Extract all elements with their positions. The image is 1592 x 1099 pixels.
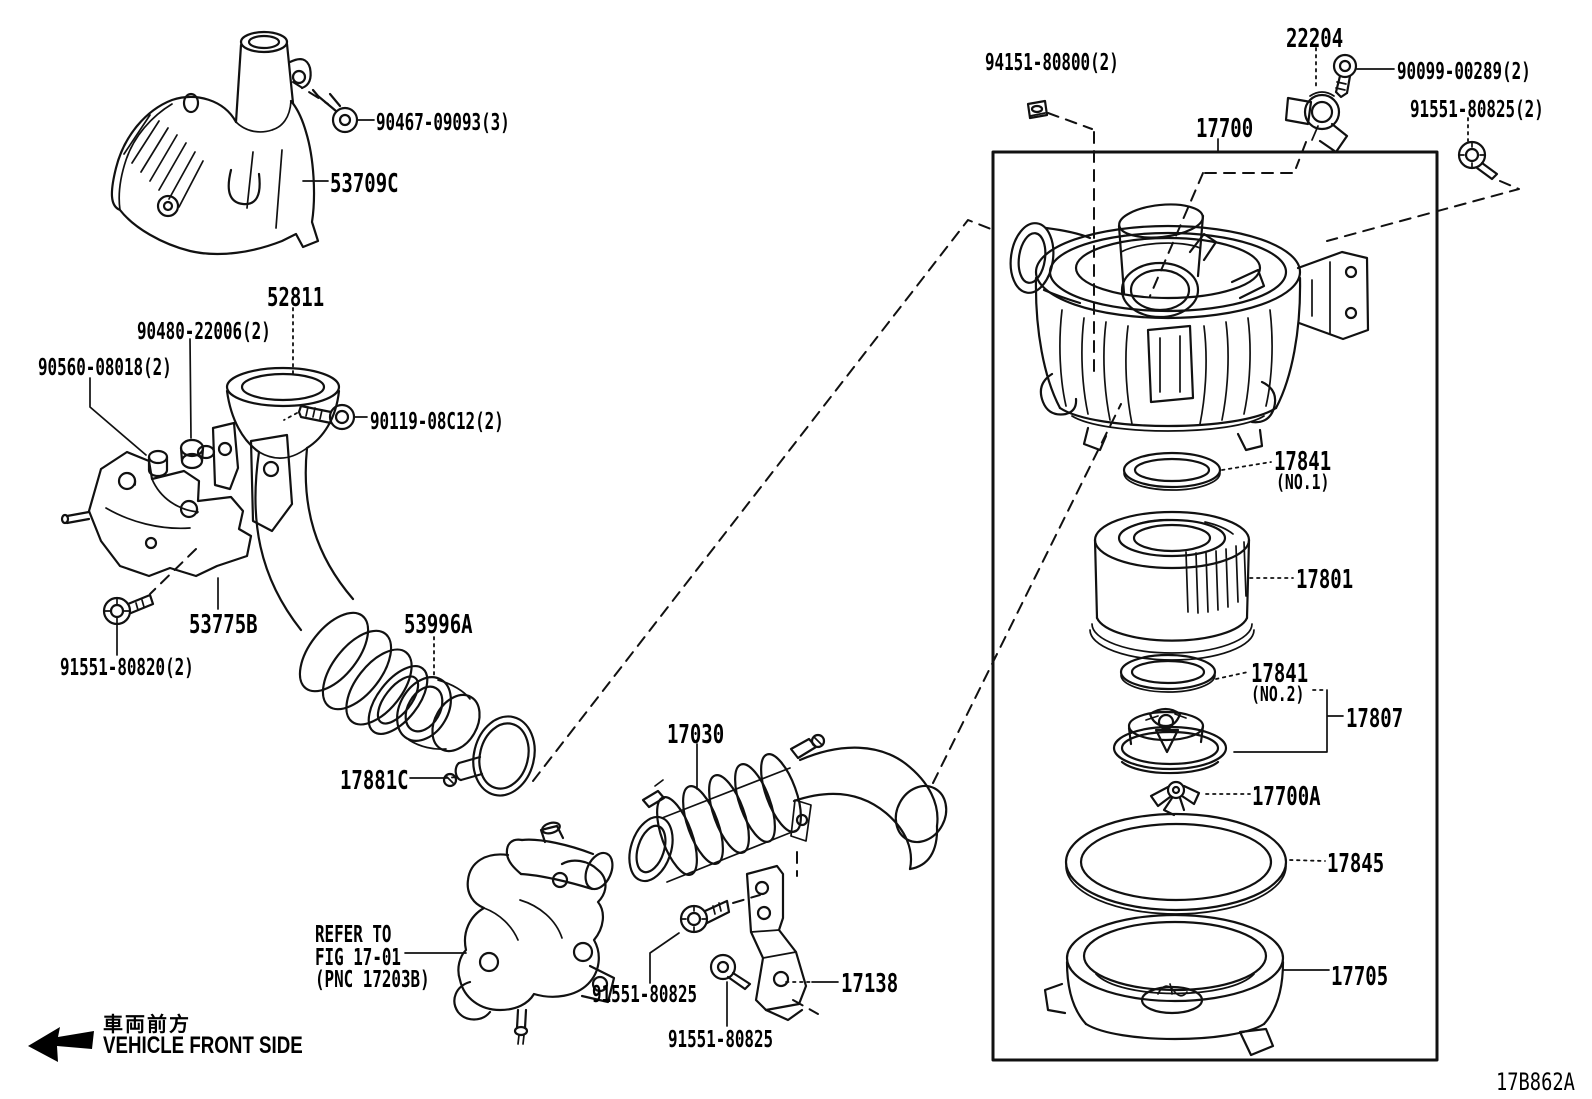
callout-17881C: 17881C <box>340 766 409 796</box>
air-cleaner-hose-drawing <box>628 733 948 883</box>
inlet-pipe-drawing <box>211 307 429 735</box>
callout-53775B: 53775B <box>189 610 258 640</box>
cushion-icon <box>89 377 169 478</box>
assembly-box-17700 <box>991 150 1439 1062</box>
callout-17700: 17700 <box>1196 114 1254 144</box>
air-cleaner-cap-drawing <box>1009 203 1370 452</box>
callout-17138: 17138 <box>841 969 899 999</box>
callout-90119-08C12: 90119-08C12(2) <box>370 409 504 435</box>
bolt-90119-icon <box>283 403 368 431</box>
maf-sensor-icon <box>1149 47 1349 297</box>
inlet-bracket-drawing <box>60 450 253 610</box>
refer-note-line1: REFER TO <box>315 922 392 948</box>
support-bracket-drawing <box>745 851 839 1022</box>
callout-17841-no1: 17841 <box>1274 447 1332 477</box>
bolt-91551-80820-icon <box>102 593 155 656</box>
vehicle-front-arrow-icon <box>28 1027 94 1062</box>
figure-code: 17B862A <box>1496 1068 1575 1096</box>
callout-90480-22006: 90480-22006(2) <box>137 319 271 345</box>
valve-sub-assy-drawing <box>1112 707 1228 775</box>
callout-17801: 17801 <box>1296 565 1354 595</box>
leader-dashed-inlet <box>532 219 997 782</box>
callout-17700A: 17700A <box>1252 782 1321 812</box>
callout-94151-80800: 94151-80800(2) <box>985 50 1119 76</box>
gasket-no1-drawing <box>1122 451 1272 491</box>
callout-90560-08018: 90560-08018(2) <box>38 355 172 381</box>
case-gasket-drawing <box>1064 812 1326 915</box>
callout-53709C: 53709C <box>330 169 399 199</box>
leader-dashed-hose <box>932 403 1122 784</box>
screw-90099-icon <box>1332 53 1395 99</box>
callout-22204: 22204 <box>1286 24 1344 54</box>
callout-17705: 17705 <box>1331 962 1389 992</box>
callout-91551-80820: 91551-80820(2) <box>60 655 194 681</box>
vehicle-front-note-jp: 車両前方 <box>103 1012 191 1036</box>
inlet-cover-drawing <box>110 30 320 256</box>
refer-note-line2: FIG 17-01 <box>315 945 401 971</box>
grommet-icon <box>179 338 216 470</box>
bolt-91551-case-icon <box>1326 117 1520 242</box>
callout-53996A: 53996A <box>404 610 473 640</box>
callout-17841-no2-sub: (NO.2) <box>1251 682 1305 706</box>
callout-17841-no1-sub: (NO.1) <box>1276 470 1330 494</box>
callout-17845: 17845 <box>1327 849 1385 879</box>
callout-52811: 52811 <box>267 283 325 313</box>
filter-element-drawing <box>1089 510 1294 661</box>
screw-90467-icon <box>292 81 375 134</box>
vehicle-front-note-en: VEHICLE FRONT SIDE <box>103 1032 303 1059</box>
callout-90099-00289: 90099-00289(2) <box>1397 59 1531 85</box>
gasket-no2-drawing <box>1119 653 1344 753</box>
nut-94151-icon <box>1026 99 1095 377</box>
callout-17841-no2: 17841 <box>1251 659 1309 689</box>
throttle-body-drawing <box>404 821 616 1045</box>
case-bottom-drawing <box>1043 913 1330 1057</box>
clip-drawing <box>1149 780 1251 817</box>
callout-91551-80825-case: 91551-80825(2) <box>1410 97 1544 123</box>
refer-note-line3: (PNC 17203B) <box>315 967 430 993</box>
callout-91551-80825-b: 91551-80825 <box>668 1027 774 1053</box>
bolt-91551-80825-b-icon <box>709 953 752 1027</box>
callout-90467-09093: 90467-09093(3) <box>376 110 510 136</box>
hose-connector-drawing <box>396 636 481 753</box>
bolt-91551-80825-a-icon <box>649 894 761 984</box>
callout-17807: 17807 <box>1346 704 1404 734</box>
hose-clamp-drawing <box>409 715 536 797</box>
callout-91551-80825-a: 91551-80825 <box>592 982 698 1008</box>
callout-17030: 17030 <box>667 720 725 750</box>
